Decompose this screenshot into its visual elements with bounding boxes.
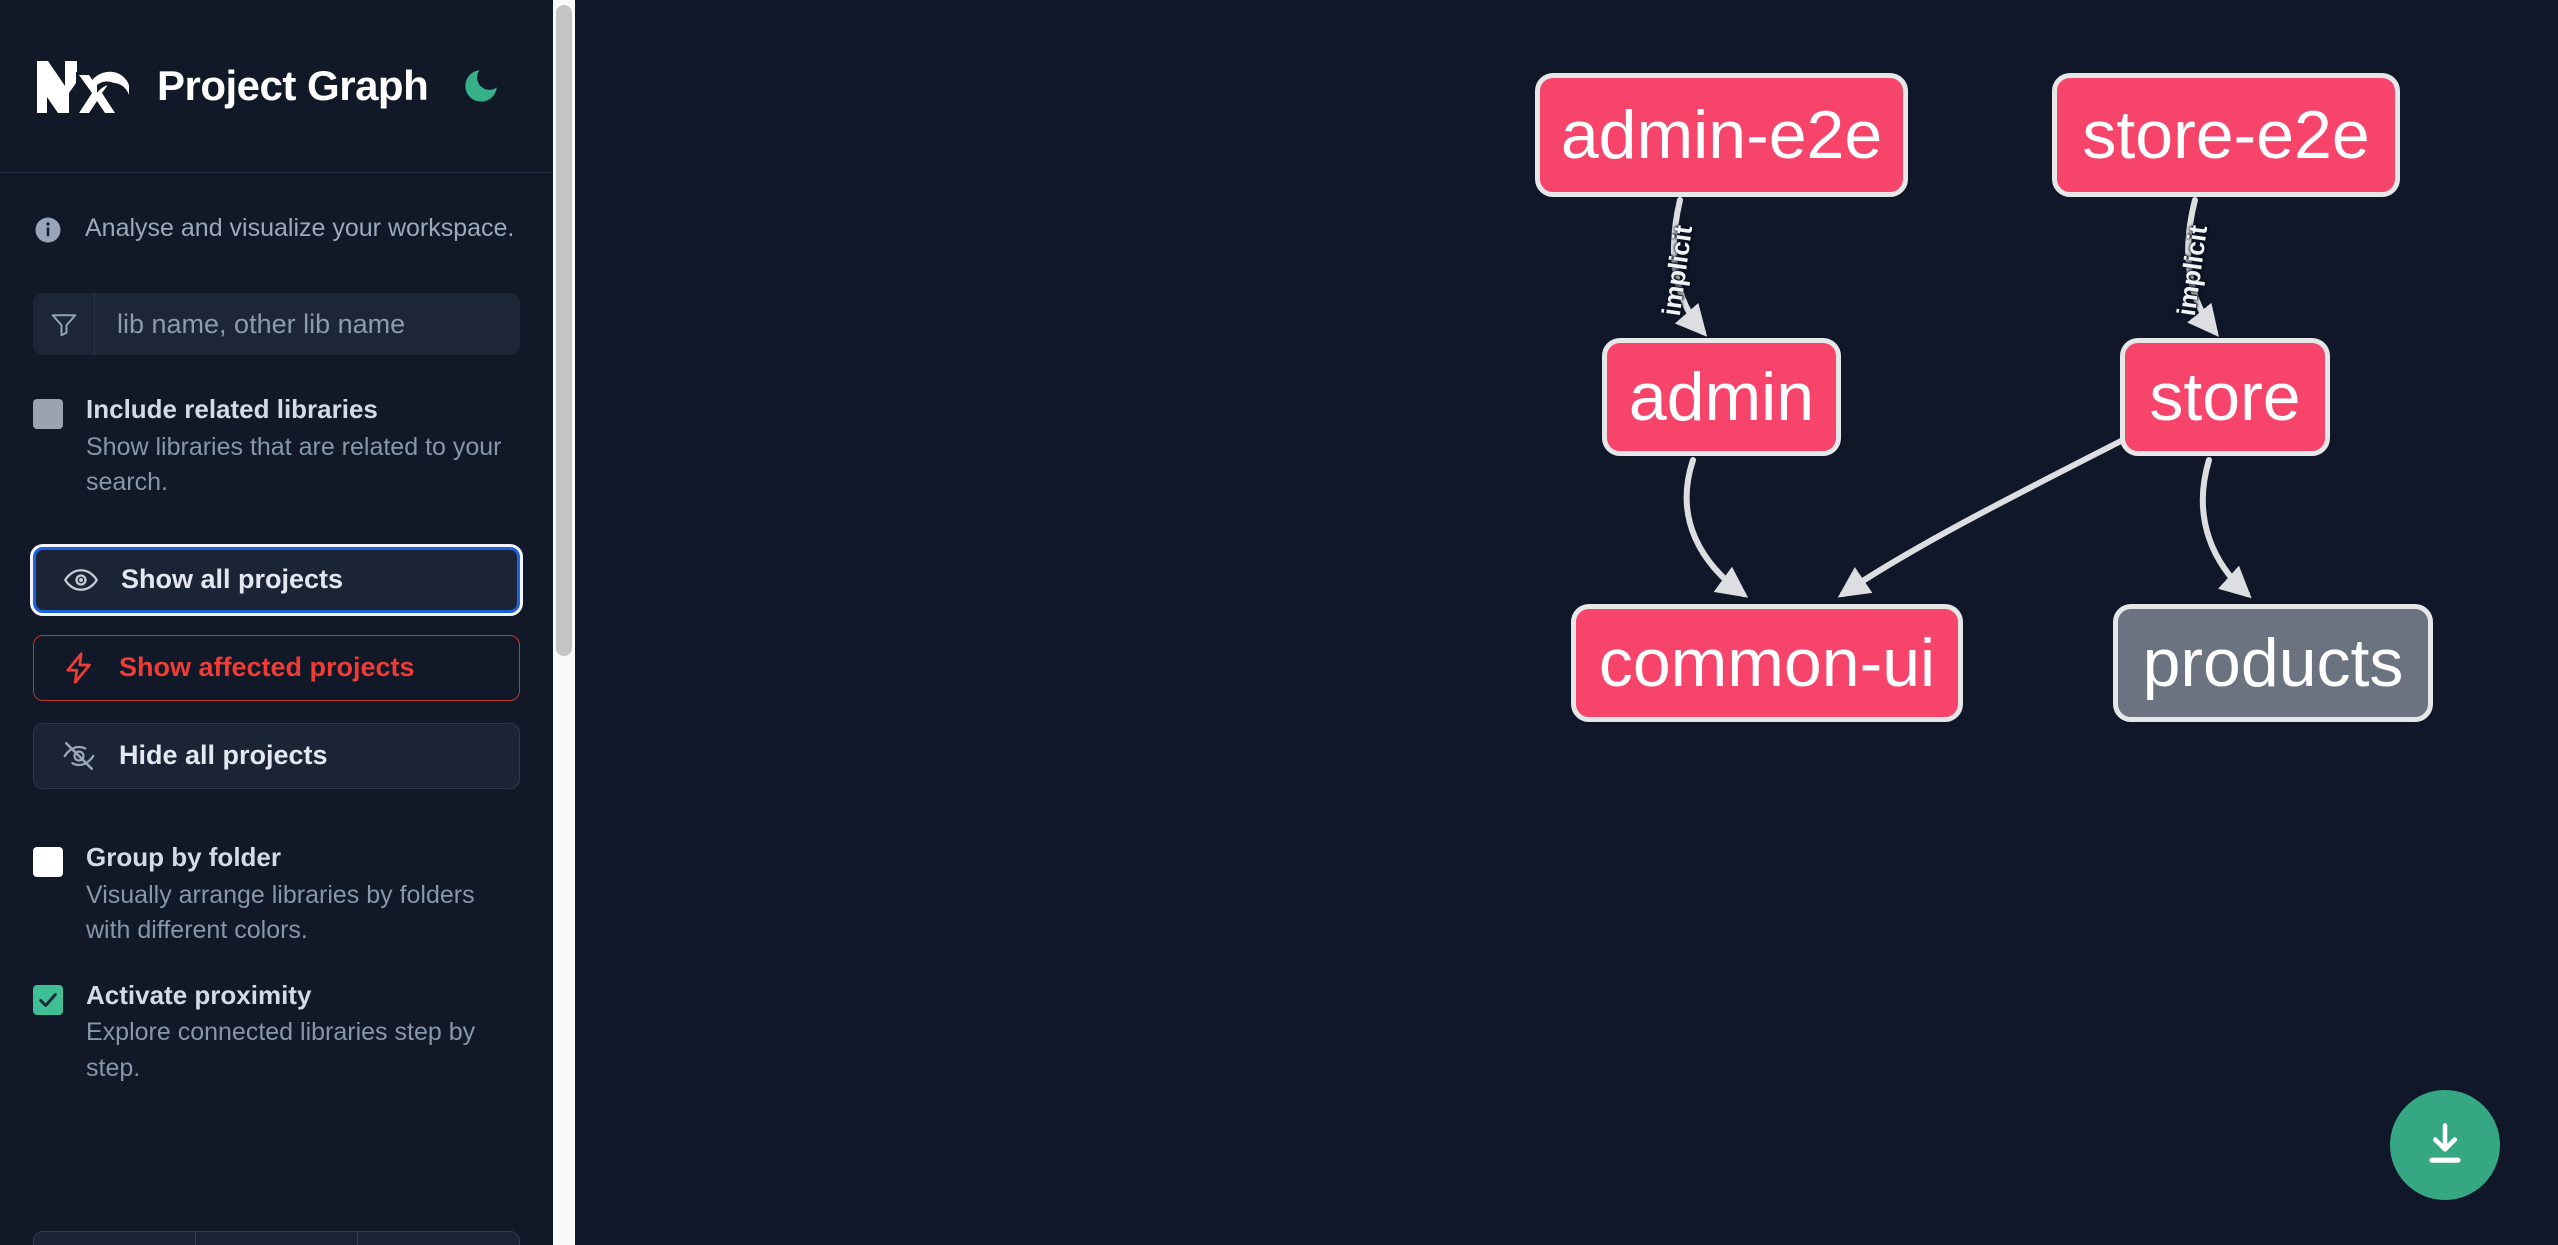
checkbox-description: Visually arrange libraries by folders wi… bbox=[86, 880, 475, 945]
info-banner: Analyse and visualize your workspace. bbox=[33, 173, 520, 245]
checkbox-include-related-libraries[interactable]: Include related libraries Show libraries… bbox=[33, 393, 520, 501]
page-title: Project Graph bbox=[157, 62, 429, 109]
checkbox-description: Explore connected libraries step by step… bbox=[86, 1018, 476, 1082]
checkbox-label: Activate proximity bbox=[86, 979, 312, 1010]
include-related-libraries-checkbox[interactable] bbox=[33, 399, 63, 429]
graph-node-store-e2e[interactable]: store-e2e bbox=[2052, 73, 2400, 197]
checkmark-icon bbox=[39, 992, 57, 1007]
sidebar-body: Analyse and visualize your workspace. In… bbox=[0, 173, 553, 1086]
show-all-projects-button[interactable]: Show all projects bbox=[30, 543, 523, 616]
funnel-icon bbox=[33, 293, 95, 355]
segmented-control[interactable] bbox=[33, 1231, 520, 1245]
graph-canvas[interactable]: implicit implicit admin-e2e store-e2e ad… bbox=[575, 0, 2558, 1245]
graph-node-common-ui[interactable]: common-ui bbox=[1571, 604, 1963, 722]
edge-store-e2e-store bbox=[2185, 197, 2219, 337]
activate-proximity-checkbox[interactable] bbox=[33, 984, 63, 1015]
segment-1[interactable] bbox=[34, 1232, 196, 1245]
node-label: common-ui bbox=[1598, 625, 1936, 701]
download-icon bbox=[2429, 1123, 2461, 1163]
sidebar-header: Project Graph bbox=[0, 0, 553, 173]
nx-logo-icon bbox=[37, 61, 129, 113]
segment-2[interactable] bbox=[196, 1232, 358, 1245]
checkbox-group-by-folder[interactable]: Group by folder Visually arrange librari… bbox=[33, 841, 520, 949]
graph-node-products[interactable]: products bbox=[2113, 604, 2433, 722]
checkbox-label: Group by folder bbox=[86, 841, 281, 872]
checkbox-label: Include related libraries bbox=[86, 394, 378, 424]
graph-node-admin[interactable]: admin bbox=[1602, 338, 1841, 456]
edge-admin-common-ui bbox=[1683, 457, 1749, 598]
info-text: Analyse and visualize your workspace. bbox=[85, 214, 515, 242]
sidebar-scrollbar-thumb[interactable] bbox=[556, 5, 572, 656]
button-label: Show affected projects bbox=[119, 652, 415, 683]
group-by-folder-checkbox[interactable] bbox=[33, 846, 63, 877]
node-label: store-e2e bbox=[2082, 97, 2370, 173]
button-label: Hide all projects bbox=[119, 740, 328, 771]
download-graph-button[interactable] bbox=[2390, 1090, 2500, 1200]
eye-icon bbox=[63, 568, 99, 591]
checkbox-activate-proximity[interactable]: Activate proximity Explore connected lib… bbox=[33, 979, 520, 1087]
hide-all-projects-button[interactable]: Hide all projects bbox=[33, 722, 520, 789]
filter-search-box[interactable] bbox=[33, 293, 520, 355]
show-affected-projects-button[interactable]: Show affected projects bbox=[33, 634, 520, 701]
button-label: Show all projects bbox=[121, 564, 344, 595]
graph-node-admin-e2e[interactable]: admin-e2e bbox=[1535, 73, 1908, 197]
graph-node-store[interactable]: store bbox=[2120, 338, 2330, 456]
segment-3[interactable] bbox=[358, 1232, 519, 1245]
checkbox-description: Show libraries that are related to your … bbox=[86, 432, 502, 497]
graph-edges bbox=[1670, 197, 2252, 599]
edge-store-products bbox=[2199, 457, 2252, 599]
moon-icon[interactable] bbox=[460, 65, 502, 107]
lightning-icon bbox=[66, 652, 91, 684]
search-input[interactable] bbox=[95, 293, 520, 355]
node-label: admin-e2e bbox=[1560, 97, 1883, 173]
node-label: store bbox=[2149, 359, 2301, 435]
edge-store-common-ui bbox=[1837, 437, 2126, 598]
sidebar: Project Graph Analyse and visualize your… bbox=[0, 0, 553, 1245]
eye-off-icon bbox=[63, 741, 95, 770]
edge-admin-e2e-admin bbox=[1670, 197, 1708, 337]
node-label: products bbox=[2142, 625, 2404, 701]
node-label: admin bbox=[1628, 359, 1815, 435]
info-circle-icon bbox=[35, 217, 61, 243]
